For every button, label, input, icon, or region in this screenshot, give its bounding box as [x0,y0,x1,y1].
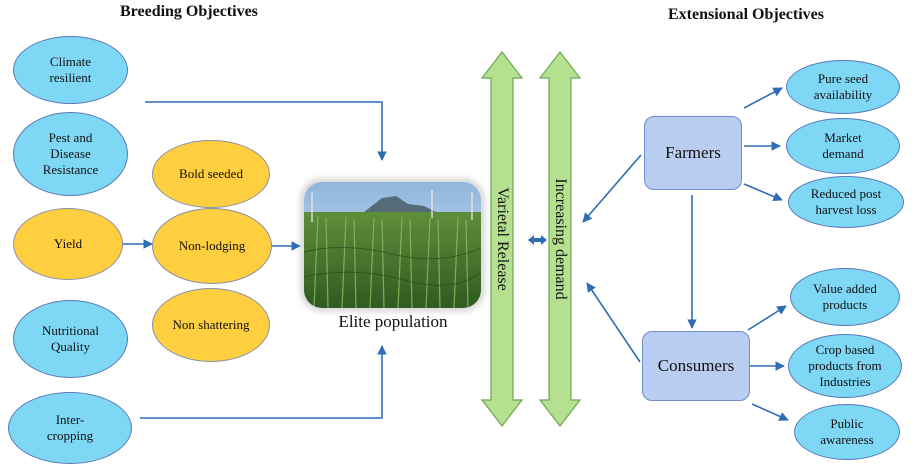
bold-seeded-node: Bold seeded [152,140,270,208]
non-lodging-node: Non-lodging [152,208,272,284]
increasing-demand-arrow [538,51,582,427]
nutritional-quality-label: Nutritional Quality [41,322,100,354]
increasing-demand-label: Increasing demand [552,178,569,300]
market-demand-node: Market demand [786,118,900,174]
bold-seeded-label: Bold seeded [179,165,243,181]
pest-disease-resistance-node: Pest and Disease Resistance [13,112,128,196]
crop-based-products-label: Crop based products from Industries [808,341,882,390]
crop-based-products-node: Crop based products from Industries [788,334,902,398]
intercropping-node: Inter- cropping [8,392,132,464]
consumers-to-value-added-connector [747,305,787,331]
consumers-to-arrow-connector [586,282,641,363]
climate-resilient-label: Climate resilient [49,53,92,85]
non-shattering-node: Non shattering [152,288,270,362]
elite-population-caption: Elite population [338,312,448,331]
non-shattering-label: Non shattering [172,316,250,332]
reduced-post-harvest-loss-node: Reduced post harvest loss [788,176,904,228]
intercropping-label: Inter- cropping [46,411,94,443]
intercropping-to-elite-connector [140,345,387,419]
extensional-objectives-heading: Extensional Objectives [668,6,824,23]
varietal-release-label: Varietal Release [494,187,511,291]
consumers-to-public-awareness-connector [751,403,789,421]
value-added-products-label: Value added products [813,280,877,312]
farmers-to-pure-seed-connector [743,87,783,109]
consumers-label: Consumers [657,356,735,376]
value-added-products-node: Value added products [790,268,900,326]
farmers-to-arrow-connector [582,154,642,223]
pure-seed-availability-node: Pure seed availability [786,60,900,114]
yield-node: Yield [13,208,123,280]
yield-label: Yield [53,235,83,251]
market-demand-label: Market demand [822,129,864,161]
consumers-box: Consumers [642,331,750,401]
climate-to-elite-connector [145,101,387,161]
elite-population-photo [304,182,481,308]
pest-disease-resistance-label: Pest and Disease Resistance [42,129,99,178]
varietal-release-arrow [480,51,524,427]
farmers-to-reduced-loss-connector [743,183,783,202]
reduced-post-harvest-loss-label: Reduced post harvest loss [810,185,882,217]
breeding-objectives-heading: Breeding Objectives [120,3,258,20]
millet-field-image [304,182,481,308]
nutritional-quality-node: Nutritional Quality [13,300,128,378]
climate-resilient-node: Climate resilient [13,36,128,104]
non-lodging-label: Non-lodging [178,237,246,253]
public-awareness-label: Public awareness [820,415,874,447]
farmers-label: Farmers [665,143,721,163]
public-awareness-node: Public awareness [794,404,900,460]
farmers-box: Farmers [644,116,742,190]
pure-seed-availability-label: Pure seed availability [813,70,873,102]
bidirectional-link-icon [528,235,547,245]
